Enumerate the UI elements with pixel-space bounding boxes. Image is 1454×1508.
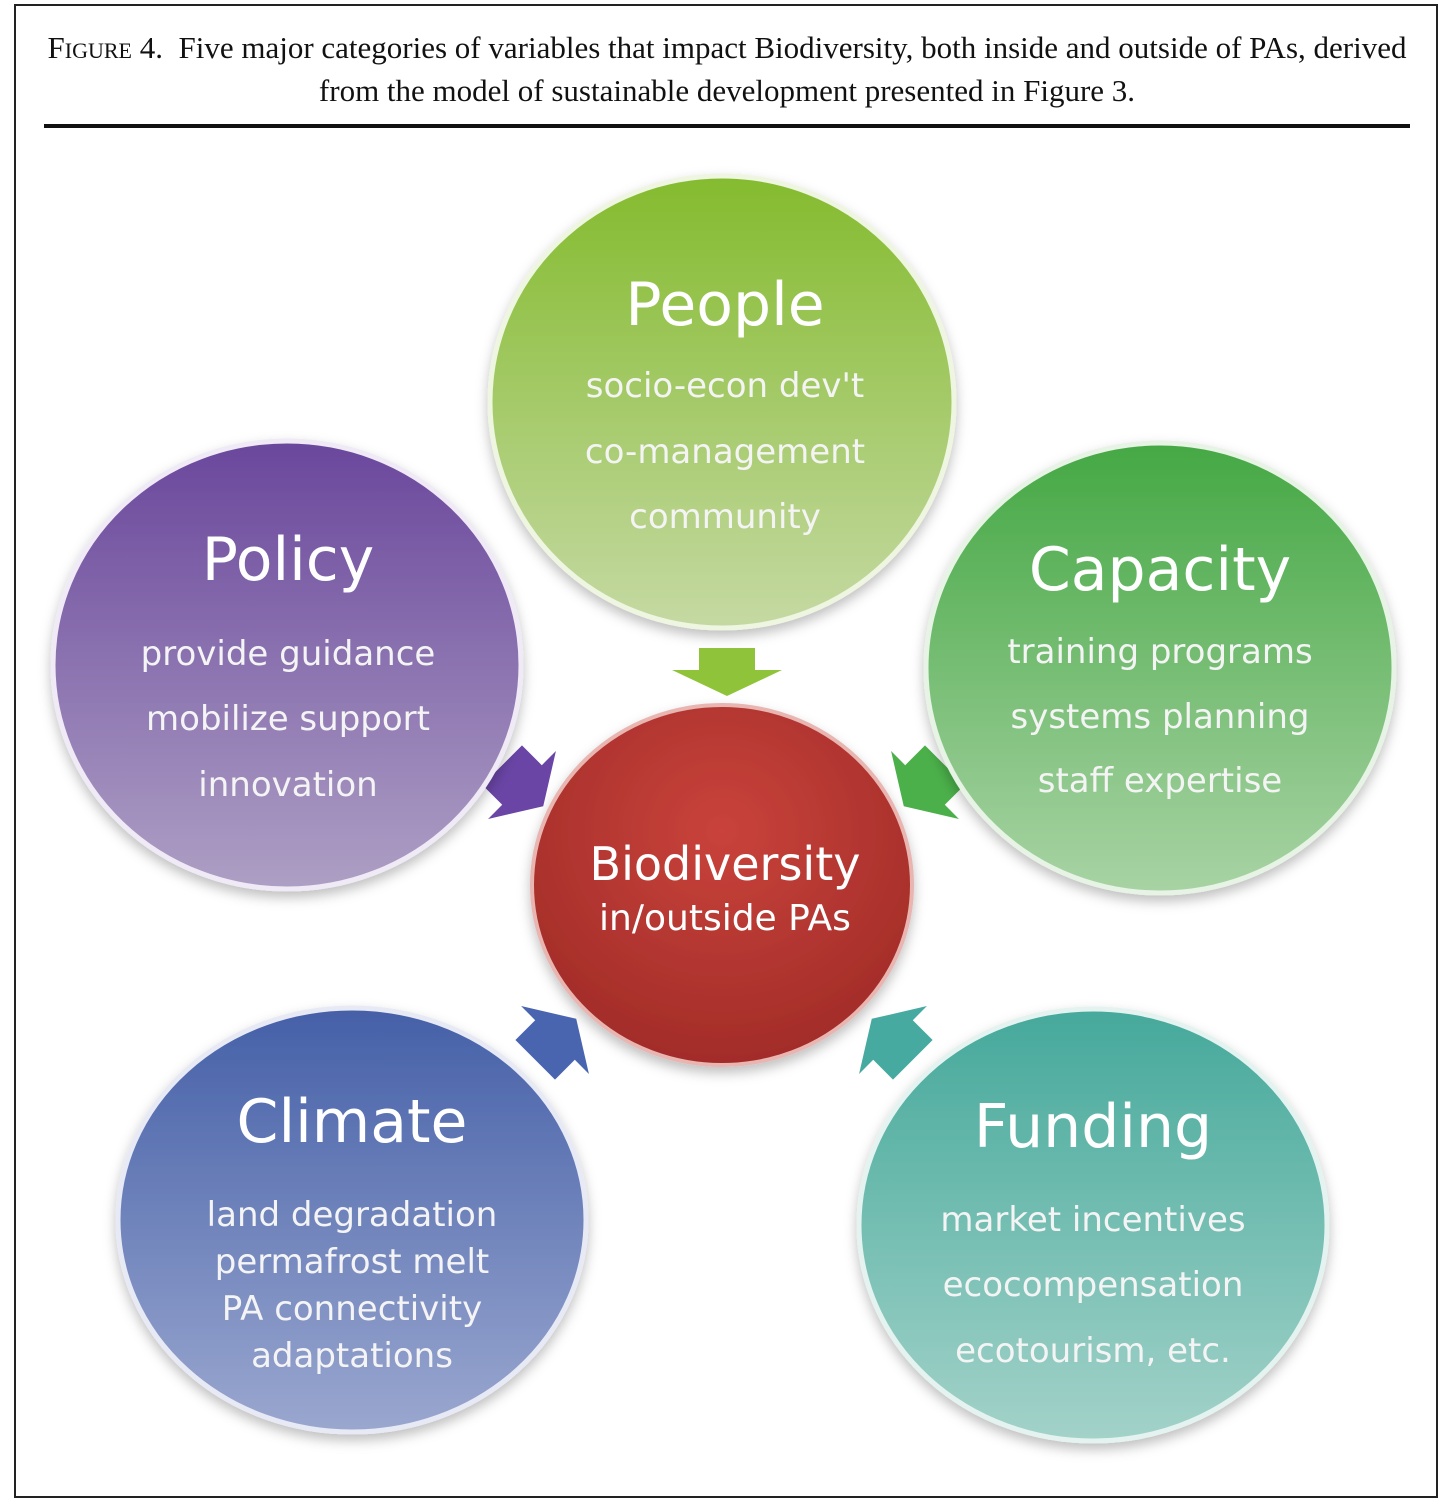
node-climate: Climate land degradation permafrost melt… [115,1005,589,1435]
node-item: innovation [198,765,377,805]
node-item: socio-econ dev't [586,366,864,406]
arrow-climate-to-biodiversity [515,1006,589,1080]
node-funding: Funding market incentives ecocompensatio… [856,1006,1330,1444]
figure-frame [14,4,1438,1498]
center-subtitle: in/outside PAs [599,898,851,939]
node-title: Policy [202,525,375,595]
node-item: co-management [585,432,865,472]
arrow-people-to-biodiversity [672,648,782,696]
node-title: Capacity [1029,535,1291,605]
node-item: training programs [1007,632,1312,672]
node-item: staff expertise [1038,761,1282,801]
node-item: systems planning [1011,697,1310,737]
caption-label: Figure 4. [47,30,163,65]
node-item: land degradation [207,1195,498,1235]
node-title: Funding [974,1092,1212,1162]
node-item: provide guidance [141,634,436,674]
node-item: PA connectivity [222,1289,482,1329]
caption-rule [44,124,1410,128]
node-item: market incentives [940,1200,1245,1240]
node-biodiversity: Biodiversity in/outside PAs [530,703,914,1067]
node-item: ecotourism, etc. [955,1331,1231,1371]
arrow-policy-to-biodiversity [482,745,556,819]
node-item: ecocompensation [943,1265,1244,1305]
center-title: Biodiversity [590,837,861,891]
node-item: permafrost melt [215,1242,490,1282]
node-capacity: Capacity training programs systems plann… [923,440,1397,896]
node-item: adaptations [251,1336,453,1376]
node-item: community [629,497,821,537]
node-people: People socio-econ dev't co-management co… [487,173,957,631]
node-title: Climate [237,1087,468,1157]
node-item: mobilize support [146,699,430,739]
caption-text: Five major categories of variables that … [178,30,1407,108]
arrow-capacity-to-biodiversity [891,745,965,819]
node-policy: Policy provide guidance mobilize support… [50,438,524,892]
node-title: People [625,270,824,340]
figure-caption: Figure 4. Five major categories of varia… [44,26,1410,112]
arrow-funding-to-biodiversity [859,1006,933,1080]
